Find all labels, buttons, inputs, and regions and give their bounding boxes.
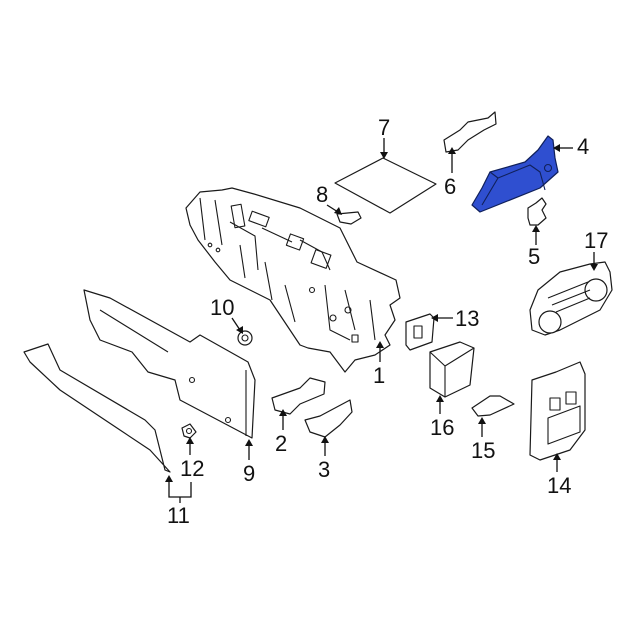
callout-7[interactable]: 7	[378, 115, 391, 140]
part-2-bracket[interactable]	[271, 377, 326, 415]
part-16-storage-bin[interactable]	[429, 341, 475, 398]
callout-6[interactable]: 6	[444, 174, 457, 199]
leader-arrows	[165, 138, 598, 503]
callout-13[interactable]: 13	[455, 306, 480, 331]
part-6-bracket[interactable]	[443, 111, 497, 153]
callout-5[interactable]: 5	[528, 244, 541, 269]
part-15-trim-cover[interactable]	[471, 395, 515, 417]
callout-14[interactable]: 14	[547, 473, 572, 498]
callout-16[interactable]: 16	[430, 415, 455, 440]
callout-17[interactable]: 17	[584, 228, 609, 253]
part-11-lower-trim[interactable]	[23, 343, 171, 473]
callout-1[interactable]: 1	[373, 363, 386, 388]
callout-8[interactable]: 8	[316, 182, 329, 207]
part-7-mat[interactable]	[334, 157, 437, 214]
part-14-rear-panel[interactable]	[529, 361, 586, 461]
callout-3[interactable]: 3	[318, 457, 331, 482]
part-13-module[interactable]	[405, 313, 435, 351]
part-3-bracket[interactable]	[304, 399, 353, 438]
part-1-console-frame[interactable]	[185, 187, 401, 373]
callout-2[interactable]: 2	[275, 431, 288, 456]
part-10-grommet[interactable]	[237, 330, 253, 346]
part-9-side-panel[interactable]	[83, 289, 256, 439]
part-4-fill	[471, 135, 559, 213]
callout-4[interactable]: 4	[577, 134, 590, 159]
part-8-clip[interactable]	[336, 211, 362, 225]
callout-12[interactable]: 12	[180, 456, 205, 481]
part-4-highlighted-bracket[interactable]	[471, 135, 559, 213]
callout-11[interactable]: 11	[167, 503, 190, 528]
part-12-clip[interactable]	[181, 423, 197, 439]
part-5-bracket[interactable]	[527, 197, 547, 226]
callout-15[interactable]: 15	[471, 438, 496, 463]
callout-9[interactable]: 9	[243, 461, 256, 486]
callout-10[interactable]: 10	[210, 295, 235, 320]
part-17-climate-control[interactable]	[529, 261, 613, 336]
